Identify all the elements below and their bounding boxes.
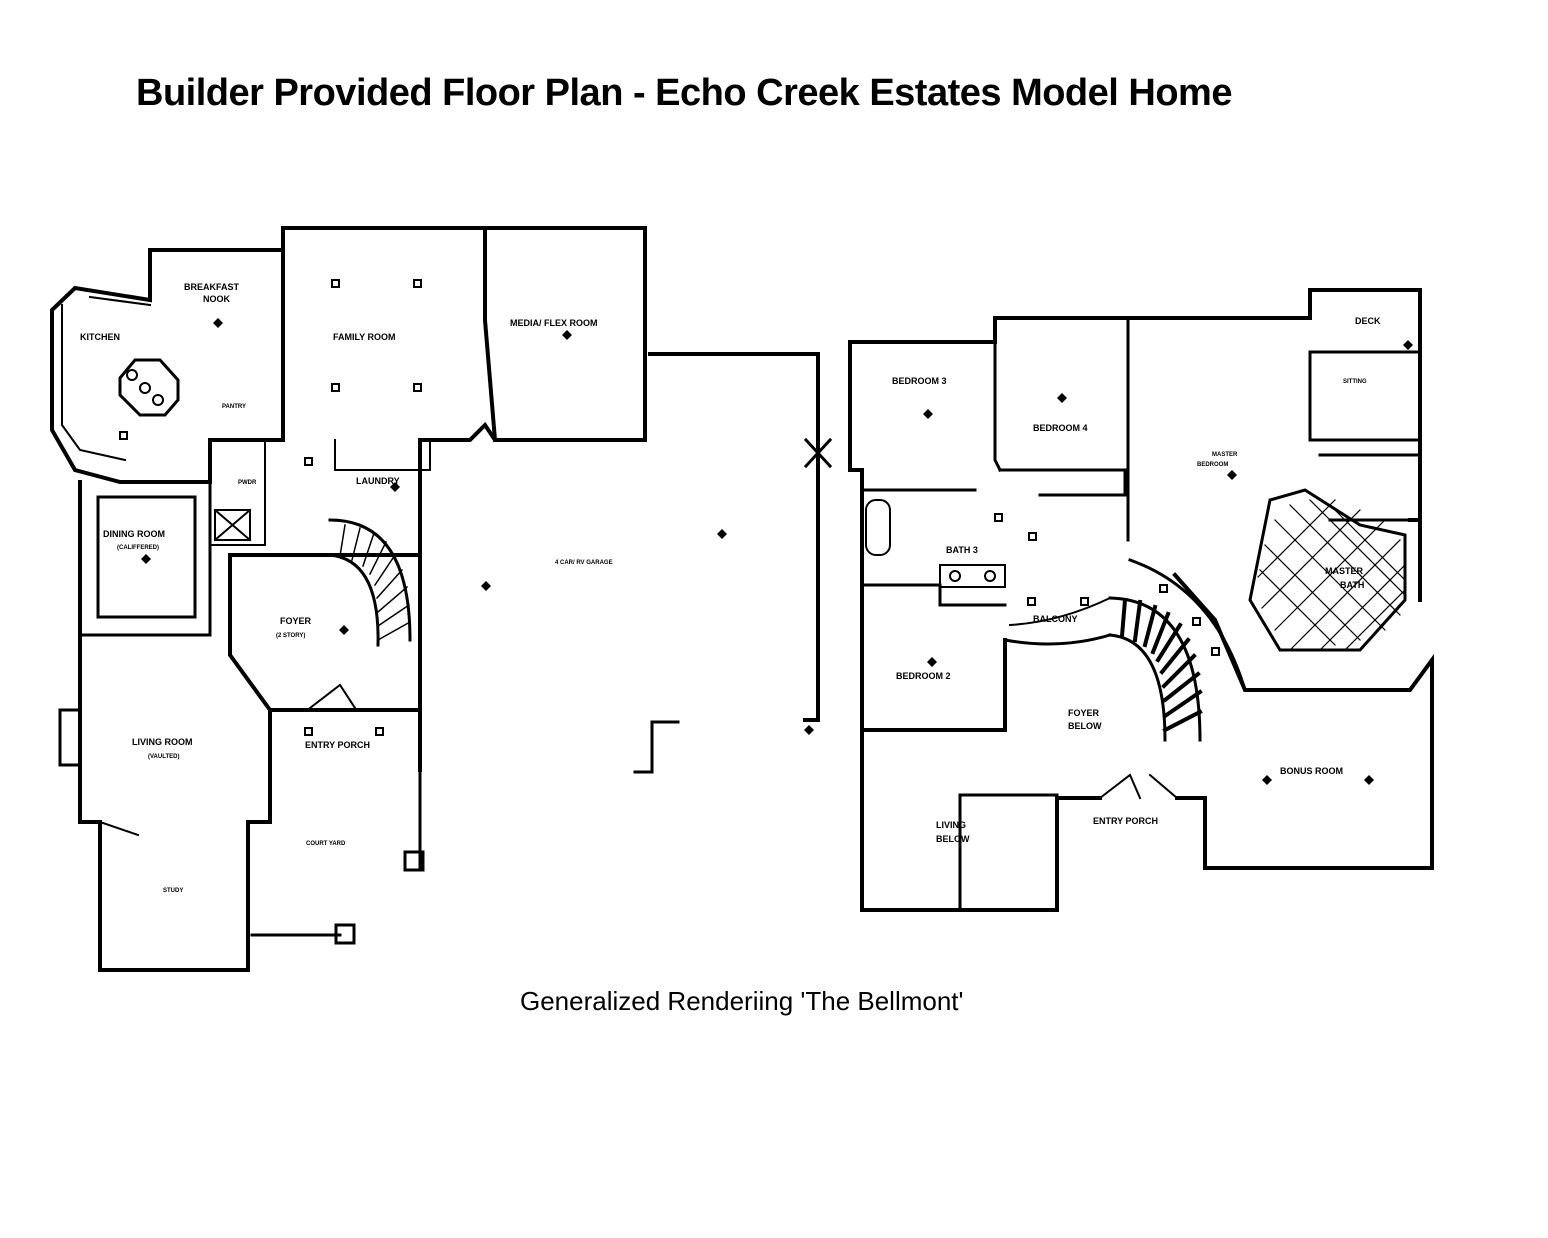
pantry-label: PANTRY: [222, 404, 246, 410]
plan-caption: Generalized Renderiing 'The Bellmont': [520, 986, 964, 1016]
diamond-markers: [141, 318, 1413, 785]
kitchen-label: KITCHEN: [80, 332, 120, 342]
upper-floor-labels: DECK SITTING BEDROOM 3 BEDROOM 4 MASTER …: [892, 316, 1381, 844]
foyer-note: (2 STORY): [276, 633, 305, 639]
entry-porch-label: ENTRY PORCH: [305, 740, 370, 750]
balcony-label: BALCONY: [1033, 614, 1078, 624]
bedroom-4-label: BEDROOM 4: [1033, 423, 1088, 433]
family-room-label: FAMILY ROOM: [333, 332, 396, 342]
foyer-below-label-2: BELOW: [1068, 721, 1102, 731]
foyer-label: FOYER: [280, 616, 312, 626]
bonus-room-label: BONUS ROOM: [1280, 766, 1343, 776]
master-bedroom-label-2: BEDROOM: [1197, 462, 1228, 468]
bedroom-3-label: BEDROOM 3: [892, 376, 947, 386]
garage-label: 4 CAR/ RV GARAGE: [555, 560, 613, 566]
entry-porch-upper-label: ENTRY PORCH: [1093, 816, 1158, 826]
plan-title: Builder Provided Floor Plan - Echo Creek…: [136, 72, 1232, 114]
living-below-label-2: BELOW: [936, 834, 970, 844]
media-flex-room-label: MEDIA/ FLEX ROOM: [510, 318, 598, 328]
laundry-label: LAUNDRY: [356, 476, 400, 486]
main-floor-plan: [50, 226, 833, 972]
master-bedroom-label-1: MASTER: [1212, 452, 1238, 458]
living-below-label-1: LIVING: [936, 820, 966, 830]
main-floor-labels: KITCHEN BREAKFAST NOOK FAMILY ROOM MEDIA…: [80, 282, 613, 894]
living-room-note: (VAULTED): [148, 754, 179, 760]
deck-label: DECK: [1355, 316, 1381, 326]
upper-floor-plan: [848, 288, 1434, 912]
bedroom-2-label: BEDROOM 2: [896, 671, 951, 681]
pwdr-label: PWDR: [238, 480, 257, 486]
study-label: STUDY: [163, 888, 183, 894]
living-room-label: LIVING ROOM: [132, 737, 193, 747]
master-bath-label-2: BATH: [1340, 580, 1364, 590]
bath-3-label: BATH 3: [946, 545, 978, 555]
master-bath-label-1: MASTER: [1325, 566, 1364, 576]
dining-room-note: (CALIFFERED): [117, 545, 159, 551]
sitting-label: SITTING: [1343, 379, 1367, 385]
breakfast-nook-label-2: NOOK: [203, 294, 231, 304]
breakfast-nook-label-1: BREAKFAST: [184, 282, 240, 292]
foyer-below-label-1: FOYER: [1068, 708, 1100, 718]
dining-room-label: DINING ROOM: [103, 529, 165, 539]
court-yard-label: COURT YARD: [306, 841, 346, 847]
